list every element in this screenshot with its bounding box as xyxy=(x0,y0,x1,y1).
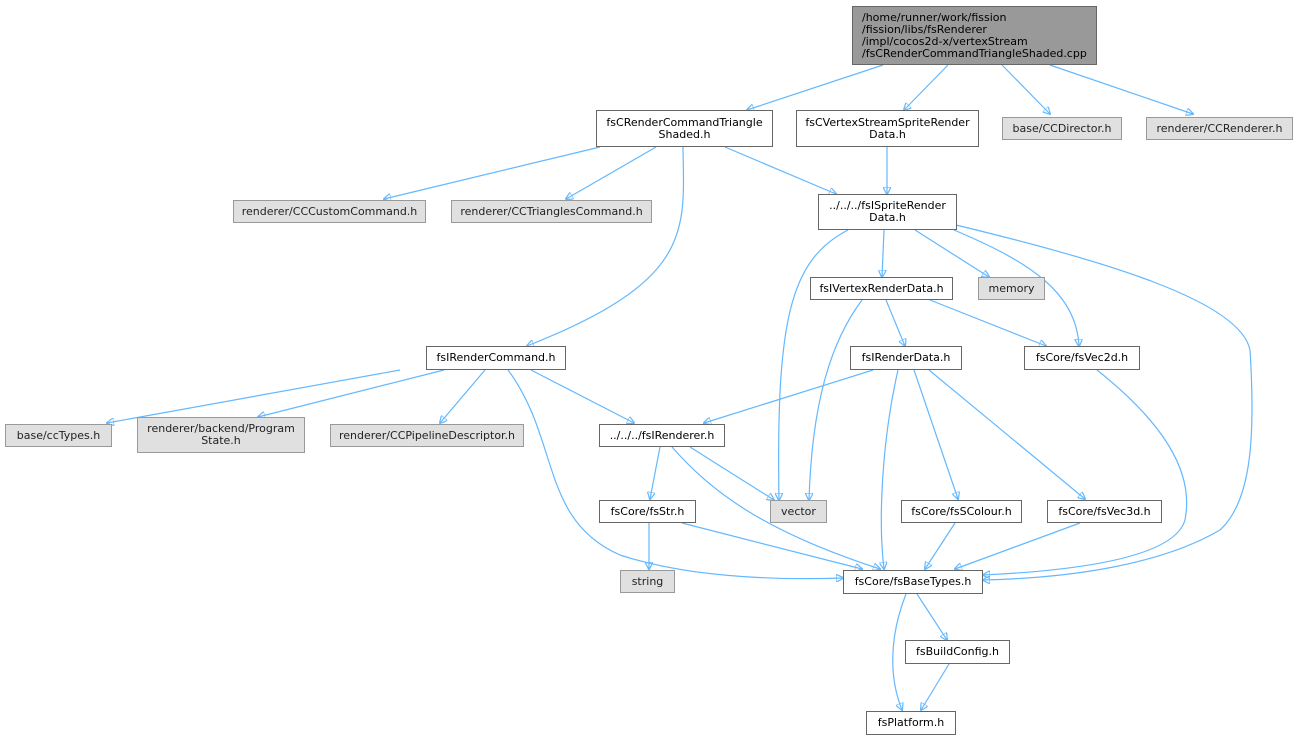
edge-trishaded-spritedata xyxy=(724,146,836,194)
edge-basetypes-buildconfig xyxy=(916,593,947,640)
edge-basetypes-platform xyxy=(892,593,907,710)
edge-root-ccrenderer xyxy=(1049,64,1193,114)
edge-rendercmd-irenderer xyxy=(530,369,634,423)
node-vertexstream-sprite-header[interactable]: fsCVertexStreamSpriteRender Data.h xyxy=(796,110,979,147)
edge-irenderer-basetypes xyxy=(671,446,880,569)
edge-scolour-basetypes xyxy=(925,522,956,569)
edge-trishaded-rendercmd xyxy=(527,146,685,346)
node-isprite-render-data[interactable]: ../../../fsISpriteRender Data.h xyxy=(818,194,957,230)
edge-vec3d-basetypes xyxy=(955,522,1081,569)
edge-fsstr-basetypes xyxy=(681,522,862,569)
node-fsstr[interactable]: fsCore/fsStr.h xyxy=(599,500,696,523)
node-build-config[interactable]: fsBuildConfig.h xyxy=(905,640,1010,664)
edge-irenderer-vector xyxy=(689,446,774,500)
edge-spritedata-memory xyxy=(914,229,989,277)
edge-renderdata-basetypes xyxy=(881,369,899,569)
node-cccustomcommand[interactable]: renderer/CCCustomCommand.h xyxy=(233,200,426,223)
node-ccrenderer[interactable]: renderer/CCRenderer.h xyxy=(1146,117,1293,140)
node-irenderer[interactable]: ../../../fsIRenderer.h xyxy=(599,424,725,447)
node-scolour[interactable]: fsCore/fsSColour.h xyxy=(901,500,1022,523)
edge-spritedata-vertexdata xyxy=(882,229,884,277)
node-base-types[interactable]: fsCore/fsBaseTypes.h xyxy=(843,570,983,594)
edge-vertexdata-vec2d xyxy=(929,299,1046,346)
node-program-state[interactable]: renderer/backend/Program State.h xyxy=(137,417,305,453)
node-memory[interactable]: memory xyxy=(978,277,1045,300)
edge-buildconfig-platform xyxy=(921,663,950,710)
edge-trishaded-trianglescmd xyxy=(566,146,657,199)
edge-renderdata-irenderer xyxy=(704,369,874,423)
node-vec3d[interactable]: fsCore/fsVec3d.h xyxy=(1047,500,1162,523)
node-irender-data[interactable]: fsIRenderData.h xyxy=(850,346,962,370)
edge-vertexdata-vector xyxy=(809,299,863,500)
node-pipeline-descriptor[interactable]: renderer/CCPipelineDescriptor.h xyxy=(330,424,524,447)
node-irender-command[interactable]: fsIRenderCommand.h xyxy=(426,346,566,370)
edge-spritedata-basetypes xyxy=(955,224,1253,580)
node-string[interactable]: string xyxy=(620,570,675,593)
node-ivertex-render-data[interactable]: fsIVertexRenderData.h xyxy=(810,277,953,300)
node-vec2d[interactable]: fsCore/fsVec2d.h xyxy=(1024,346,1140,370)
node-vector[interactable]: vector xyxy=(770,500,827,523)
edge-rendercmd-programstate xyxy=(258,369,445,417)
node-cctrianglescommand[interactable]: renderer/CCTrianglesCommand.h xyxy=(451,200,652,223)
edge-renderdata-vec3d xyxy=(928,369,1085,499)
edge-renderdata-scolour xyxy=(913,369,958,499)
node-root-source[interactable]: /home/runner/work/fission /fission/libs/… xyxy=(852,6,1097,65)
edge-rendercmd-pipeline xyxy=(440,369,486,423)
edge-trishaded-customcmd xyxy=(384,146,601,199)
edge-vec2d-basetypes xyxy=(983,369,1188,575)
node-triangle-shaded-header[interactable]: fsCRenderCommandTriangle Shaded.h xyxy=(596,110,773,147)
node-platform[interactable]: fsPlatform.h xyxy=(866,711,956,735)
edge-root-vssprite xyxy=(904,64,949,110)
node-cctypes[interactable]: base/ccTypes.h xyxy=(5,424,112,447)
edge-rendercmd-cctypes xyxy=(107,369,401,423)
edge-rendercmd-basetypes xyxy=(507,369,843,579)
node-ccdirector[interactable]: base/CCDirector.h xyxy=(1002,117,1122,140)
edge-root-ccdirector xyxy=(1001,64,1050,114)
edge-irenderer-fsstr xyxy=(650,446,661,499)
edge-vertexdata-renderdata xyxy=(885,299,905,346)
edge-spritedata-vector xyxy=(779,229,849,500)
edge-root-trishaded xyxy=(747,64,884,110)
